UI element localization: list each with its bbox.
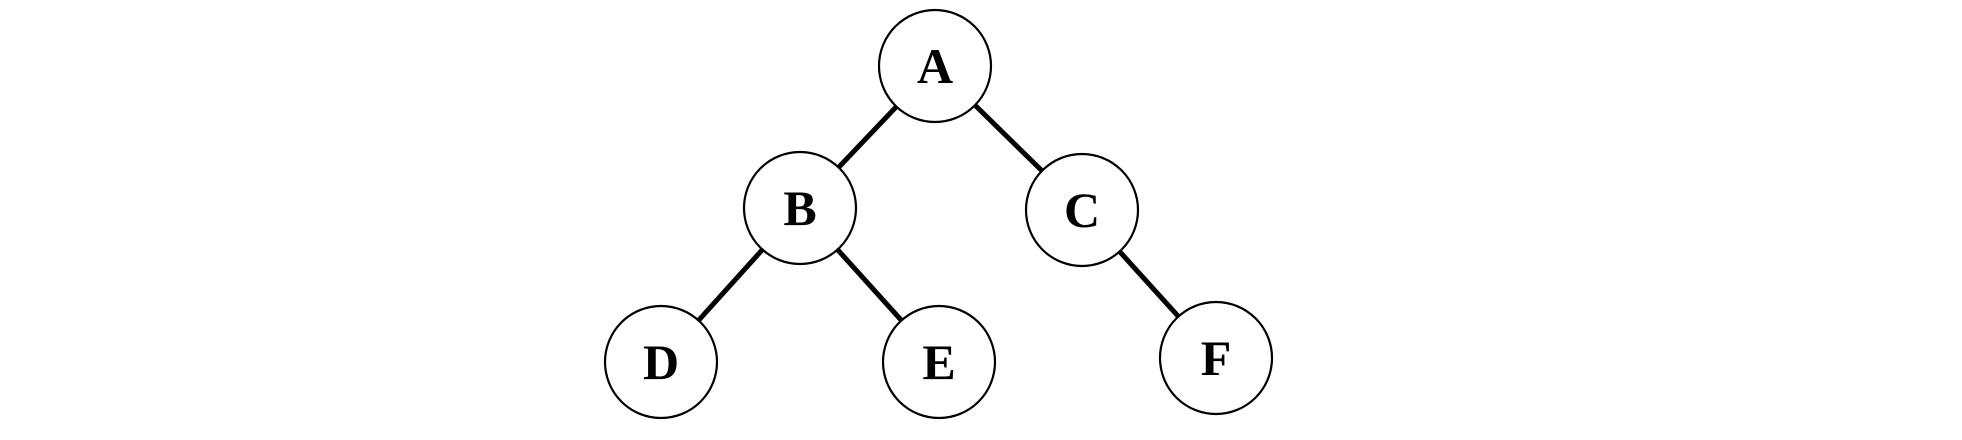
tree-node-circle-C	[1024, 152, 1140, 268]
tree-node-label-E: E	[922, 334, 955, 390]
tree-node-E: E	[881, 304, 997, 420]
tree-node-circle-A	[877, 8, 993, 124]
tree-node-circle-E	[881, 304, 997, 420]
tree-node-D: D	[603, 304, 719, 420]
tree-node-B: B	[742, 150, 858, 266]
tree-node-C: C	[1024, 152, 1140, 268]
tree-node-circle-D	[603, 304, 719, 420]
tree-node-label-A: A	[917, 38, 953, 94]
tree-node-label-F: F	[1201, 330, 1232, 386]
tree-node-label-D: D	[643, 334, 679, 390]
tree-node-circle-F	[1158, 300, 1274, 416]
tree-node-label-C: C	[1064, 182, 1100, 238]
tree-node-A: A	[877, 8, 993, 124]
tree-node-circle-B	[742, 150, 858, 266]
tree-node-label-B: B	[783, 180, 816, 236]
tree-node-F: F	[1158, 300, 1274, 416]
